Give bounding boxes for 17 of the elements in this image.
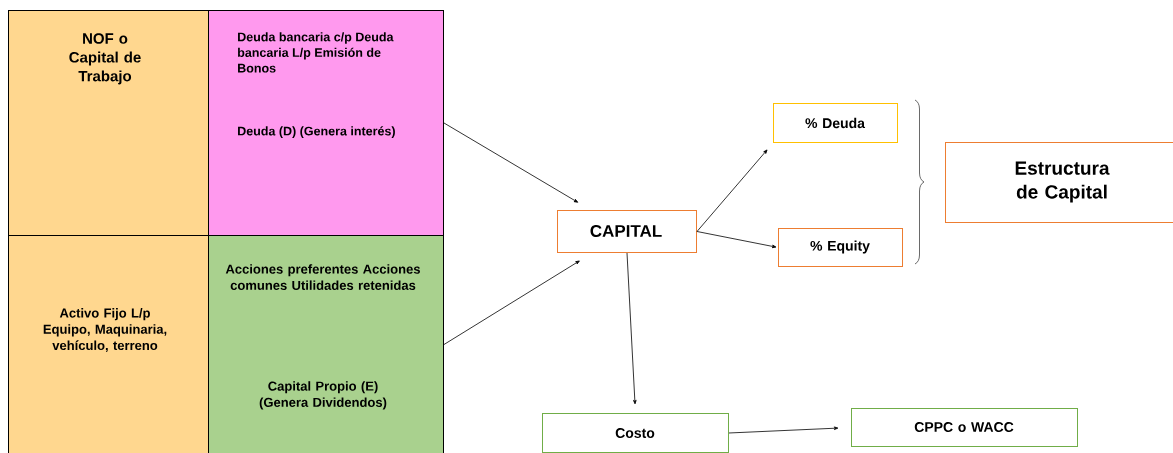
table-cell: Deuda bancaria c/p Deuda bancaria L/p Emisión de Bonos Deuda (D) (Genera interés): [208, 10, 444, 236]
process-box: Costo: [542, 413, 729, 453]
arrow: [443, 260, 580, 345]
process-box: Estructura de Capital: [945, 142, 1173, 223]
process-box: CPPC o WACC: [851, 408, 1078, 447]
process-box: % Equity: [778, 228, 903, 267]
table-cell: NOF o Capital de Trabajo: [8, 10, 209, 236]
arrow: [626, 252, 637, 405]
arrow: [696, 231, 777, 249]
process-box: CAPITAL: [557, 210, 697, 253]
arrow: [443, 122, 579, 203]
arrow: [728, 426, 839, 434]
table-cell: Activo Fijo L/p Equipo, Maquinaria, vehículo, terreno: [8, 235, 209, 453]
arrow: [696, 149, 768, 232]
table-cell: Acciones preferentes Acciones comunes Utilidades retenidas Capital Propio (E) (Genera Dividendos): [208, 235, 444, 453]
process-box: % Deuda: [773, 103, 898, 143]
node-label: Activo Fijo L/p Equipo, Maquinaria, vehículo, terreno: [43, 308, 167, 352]
